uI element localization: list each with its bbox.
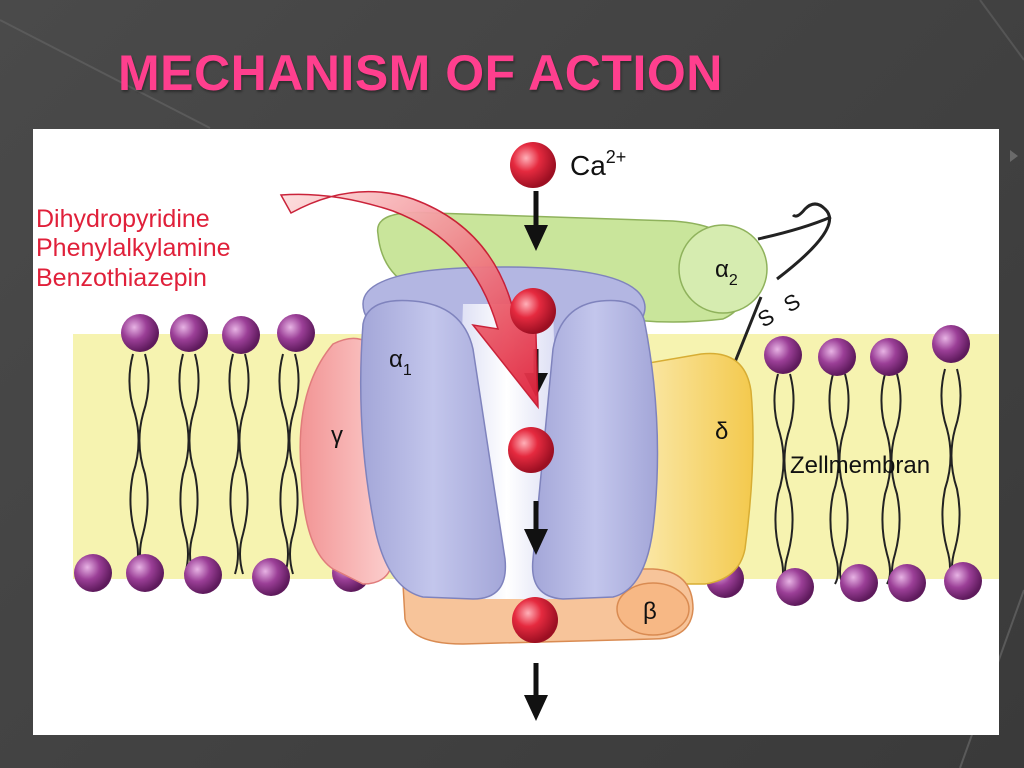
lipid-heads-bottom <box>74 554 982 606</box>
disulfide-s1: S <box>753 303 778 332</box>
calcium-ions <box>508 142 558 643</box>
beta-label: β <box>643 598 657 625</box>
alpha1-left-domain <box>359 299 507 600</box>
calcium-label: Ca2+ <box>570 147 626 181</box>
alpha1-label: α1 <box>389 346 412 379</box>
drug-class-phenylalkylamine: Phenylalkylamine <box>36 234 231 262</box>
alpha2-tether <box>757 215 832 241</box>
drug-class-dihydropyridine: Dihydropyridine <box>36 205 210 233</box>
alpha2-lobe <box>678 224 768 314</box>
beta-lobe <box>616 582 690 636</box>
lipid-tails <box>128 353 962 585</box>
membrane-label: Zellmembran <box>790 452 930 479</box>
disulfide-s2: S <box>779 288 804 317</box>
slide-title: MECHANISM OF ACTION <box>118 45 723 101</box>
delta-subunit <box>632 352 754 585</box>
alpha1-right-domain <box>531 299 659 600</box>
drug-class-benzothiazepin: Benzothiazepin <box>36 264 207 292</box>
alpha2-label: α2 <box>715 256 738 289</box>
calcium-channel-diagram: Ca2+ Dihydropyridine Phenylalkylamine Be… <box>33 129 999 735</box>
gamma-label: γ <box>331 422 343 449</box>
delta-label: δ <box>715 418 728 445</box>
disulfide-bond <box>733 202 831 363</box>
lipid-heads-top <box>121 314 970 376</box>
